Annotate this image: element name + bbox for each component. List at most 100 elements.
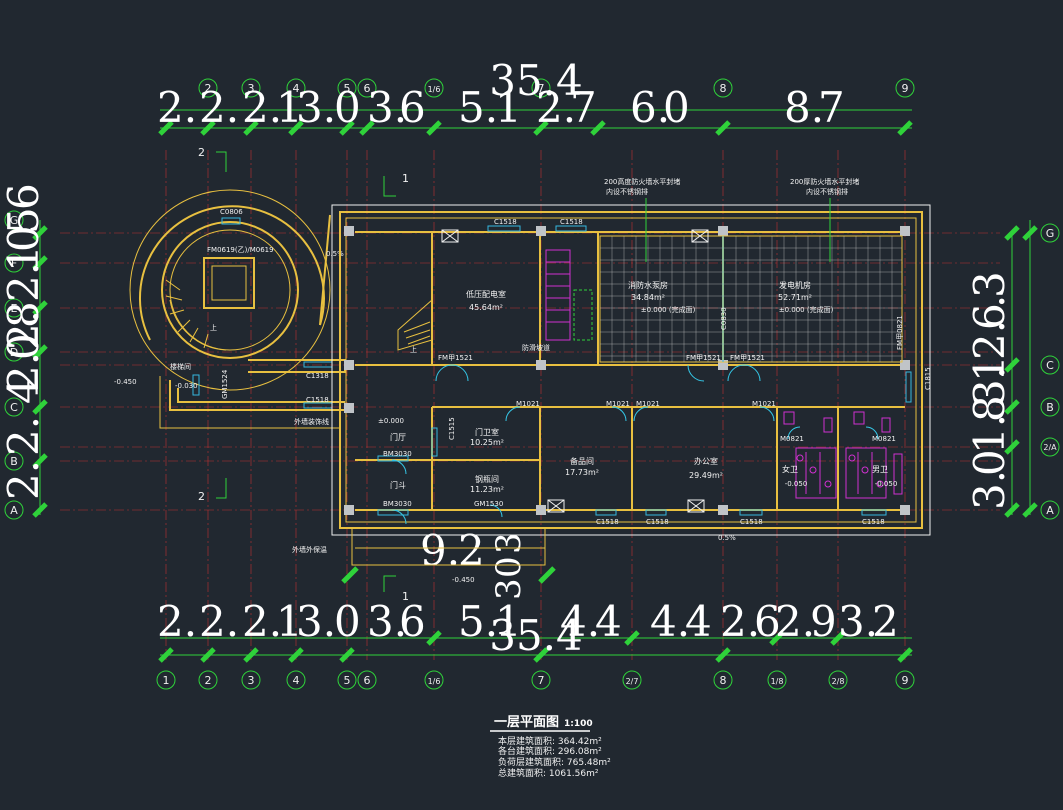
- axis-label-left: E: [11, 302, 18, 315]
- door-tag: M1021: [516, 400, 540, 408]
- room-area: 17.73m²: [565, 468, 599, 477]
- dim-segment: 2.: [199, 83, 239, 132]
- drawing-scale: 1:100: [564, 719, 593, 729]
- room-area: 34.84m²: [631, 293, 665, 302]
- axis-label-left: C: [10, 401, 18, 414]
- room-name: 低压配电室: [466, 289, 506, 299]
- dim-segment: 2: [872, 597, 899, 646]
- room-area: 45.64m²: [469, 303, 503, 312]
- equipment-notes: 200高度防火墙水平封堵 内设不锈钢排 200厚防火墙水平封堵 内设不锈钢排: [604, 177, 859, 262]
- note-label: 外墙装饰线: [294, 417, 329, 426]
- dim-segment: 2.: [536, 83, 576, 132]
- room-level: ±0.000 (完成面): [641, 305, 696, 314]
- room-name: 女卫: [782, 464, 798, 474]
- dim-segment: 0: [334, 597, 361, 646]
- window-tag: C1515: [448, 417, 456, 440]
- door-tag: M0821: [872, 435, 896, 443]
- dim-segment: 4: [685, 597, 712, 646]
- right-dimension-text: 3. 0 1. 8 3. 1 2. 6 . 3: [965, 271, 1014, 510]
- stair-room-label: 楼梯间: [170, 362, 191, 371]
- slope-label: 0.5%: [326, 250, 344, 258]
- door-tag: GM1530: [474, 500, 503, 508]
- window-tag: C1518: [740, 518, 763, 526]
- axis-label-right: A: [1046, 504, 1054, 517]
- room-area: 10.25m²: [470, 438, 504, 447]
- axis-label-top: 5: [344, 82, 351, 95]
- axis-label-bottom: 1: [163, 674, 170, 687]
- stair-up-label: 上: [410, 345, 417, 354]
- note-label: 内设不锈钢排: [806, 187, 848, 196]
- section-marks: 2 1 2 1: [198, 146, 409, 603]
- dim-segment: 6: [0, 183, 48, 210]
- windows: [377, 225, 912, 516]
- dim-segment: 4: [595, 597, 622, 646]
- middle-overlap-dimension: 9. 2 3 0 3: [420, 526, 529, 600]
- axis-label-top: 3: [248, 82, 255, 95]
- axis-label-bottom: 5: [344, 674, 351, 687]
- dim-segment: 3.: [965, 366, 1014, 406]
- title-block: 一层平面图 1:100 本层建筑面积: 364.42m² 各台建筑面积: 296…: [490, 715, 611, 779]
- axis-label-right: G: [1046, 227, 1055, 240]
- bottom-total-dimension: 35.4: [489, 611, 583, 660]
- dim-segment: 6: [399, 83, 426, 132]
- axis-label-right: 2/A: [1043, 443, 1057, 452]
- dim-segment: 5.: [458, 83, 498, 132]
- window-tag: C1518: [646, 518, 669, 526]
- note-label: 200高度防火墙水平封堵: [604, 177, 680, 186]
- dim-segment: 3.: [838, 597, 878, 646]
- axis-label-left: D: [10, 346, 18, 359]
- dim-segment: 1: [276, 83, 303, 132]
- dim-segment: 6: [399, 597, 426, 646]
- door-tag: M1021: [752, 400, 776, 408]
- dim-segment: 2.: [965, 320, 1014, 360]
- slope-label: 0.5%: [718, 534, 736, 542]
- axis-label-bottom: 1/8: [771, 677, 784, 686]
- dim-segment: 1: [495, 597, 522, 646]
- dim-segment: 5.: [458, 597, 498, 646]
- level-label: -0.030: [175, 382, 198, 390]
- axis-label-top: 7: [538, 82, 545, 95]
- dim-segment: 1: [965, 355, 1014, 382]
- drawing-title: 一层平面图: [494, 715, 559, 730]
- room-name: 门斗: [390, 480, 406, 490]
- dim-segment: 2.: [242, 597, 282, 646]
- bottom-dimensions: [158, 566, 913, 663]
- dim-segment: 2.: [0, 416, 48, 456]
- top-dimensions: [158, 109, 913, 136]
- dim-segment: 0: [0, 225, 48, 252]
- room-area: 52.71m²: [778, 293, 812, 302]
- dim-segment: 3.: [367, 597, 407, 646]
- level-label: -0.450: [452, 576, 475, 584]
- main-building: [331, 204, 931, 566]
- dim-segment: 0: [663, 83, 690, 132]
- axis-label-right: B: [1046, 401, 1054, 414]
- room-area: 11.23m²: [470, 485, 504, 494]
- top-dimension-text: 35.4 2. 2. 2. 1 3. 0 3. 6 5. 1 2. 7 6. 0…: [157, 56, 845, 132]
- note-label: 外墙外保温: [292, 545, 327, 554]
- axis-label-top: 8: [720, 82, 727, 95]
- axis-label-bottom: 9: [902, 674, 909, 687]
- room-name: 发电机房: [779, 280, 811, 290]
- dim-segment: 3: [489, 578, 529, 600]
- section-label: 1: [402, 172, 409, 185]
- level-label: ±0.000: [378, 417, 404, 425]
- axis-label-bottom: 6: [364, 674, 371, 687]
- door-window-tags: C1518 C1518 FM甲1521 FM甲1521 FM甲1521 FM甲0…: [292, 218, 932, 584]
- door-tag: M1021: [606, 400, 630, 408]
- entry-corridor: C1318 C1518 外墙装饰线 楼梯间 -0.030 -0.450 GM15…: [114, 359, 346, 429]
- shafts: [441, 229, 709, 513]
- window-tag: C1518: [596, 518, 619, 526]
- dim-segment: 2.: [199, 597, 239, 646]
- door-tag: M0821: [780, 435, 804, 443]
- doors: [391, 364, 879, 525]
- dim-segment: 2: [458, 526, 485, 575]
- door-tag: FM甲0821: [896, 315, 904, 350]
- dim-segment: 2.: [157, 83, 197, 132]
- dim-segment: 0: [334, 83, 361, 132]
- dim-segment: 8: [965, 395, 1014, 422]
- axis-label-top: 9: [902, 82, 909, 95]
- axis-label-bottom: 2: [205, 674, 212, 687]
- dim-segment: .: [965, 295, 1014, 308]
- dim-segment: 3.: [367, 83, 407, 132]
